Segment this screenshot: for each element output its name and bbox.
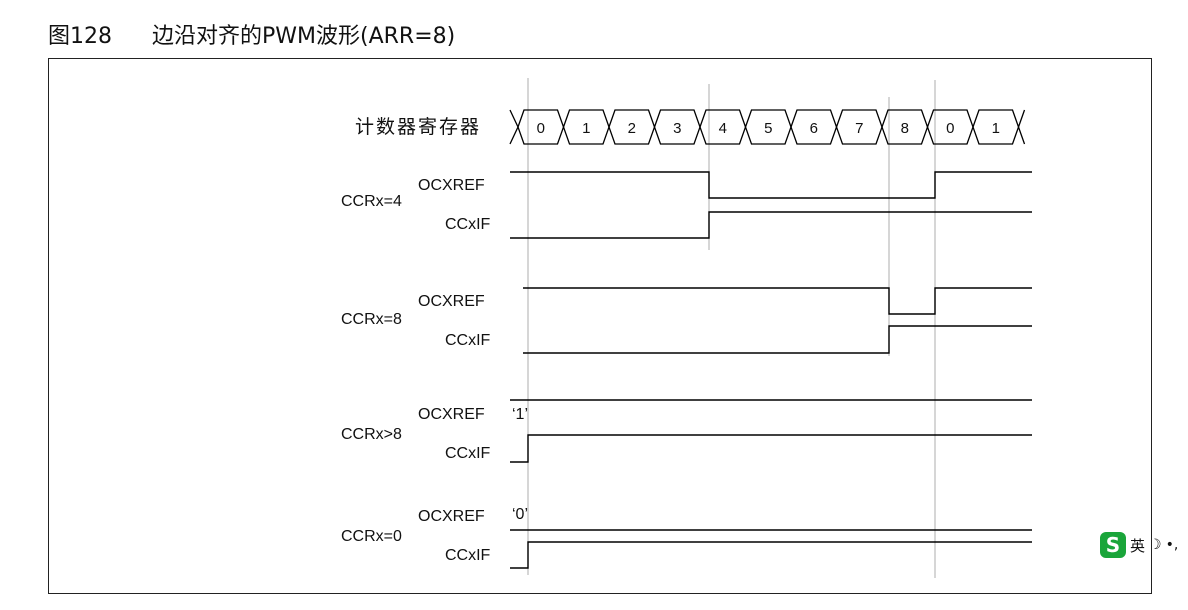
ime-logo-icon[interactable]: S (1100, 532, 1126, 558)
ccxif-label: CCxIF (445, 547, 491, 564)
condition-label: CCRx=8 (341, 311, 402, 328)
counter-value: 0 (537, 120, 545, 137)
condition-label: CCRx>8 (341, 426, 402, 443)
ccxif-label: CCxIF (445, 216, 491, 233)
counter-value: 3 (673, 120, 681, 137)
figure-title: 边沿对齐的PWM波形(ARR=8) (152, 24, 456, 49)
bus-edge (509, 109, 519, 145)
figure-caption: 图128 边沿对齐的PWM波形(ARR=8) (48, 18, 455, 50)
ocxref-label: OCXREF (418, 508, 485, 525)
ime-language-label[interactable]: 英 (1130, 536, 1146, 555)
ccxif-label: CCxIF (445, 445, 491, 462)
counter-value: 5 (764, 120, 772, 137)
ccxif-waveform (510, 211, 1032, 239)
moon-icon[interactable]: ☽ (1149, 537, 1162, 553)
figure-number: 图128 (48, 24, 112, 49)
ocxref-note: ‘1’ (512, 406, 528, 423)
counter-value: 4 (719, 120, 727, 137)
ccxif-label: CCxIF (445, 332, 491, 349)
counter-value: 1 (992, 120, 1000, 137)
ccxif-waveform (510, 541, 1032, 569)
ccxif-waveform (510, 434, 1032, 463)
ocxref-label: OCXREF (418, 406, 485, 423)
ocxref-label: OCXREF (418, 177, 485, 194)
ocxref-note: ‘0’ (512, 506, 528, 523)
counter-value: 7 (855, 120, 863, 137)
counter-value: 1 (582, 120, 590, 137)
ocxref-waveform (523, 287, 1032, 315)
ime-toolbar[interactable]: S 英 ☽ •, (1100, 530, 1188, 560)
bus-edge (1017, 109, 1026, 145)
counter-bus: 0 1 2 3 4 5 6 7 8 0 1 (509, 109, 1026, 145)
counter-value: 6 (810, 120, 818, 137)
condition-label: CCRx=0 (341, 528, 402, 545)
ccxif-waveform (523, 325, 1032, 354)
counter-value: 0 (946, 120, 954, 137)
counter-value: 2 (628, 120, 636, 137)
counter-register-label: 计数器寄存器 (355, 116, 481, 138)
counter-value: 8 (901, 120, 909, 137)
ocxref-label: OCXREF (418, 293, 485, 310)
condition-label: CCRx=4 (341, 193, 402, 210)
ocxref-waveform (510, 171, 1032, 199)
punctuation-icon[interactable]: •, (1165, 537, 1179, 553)
